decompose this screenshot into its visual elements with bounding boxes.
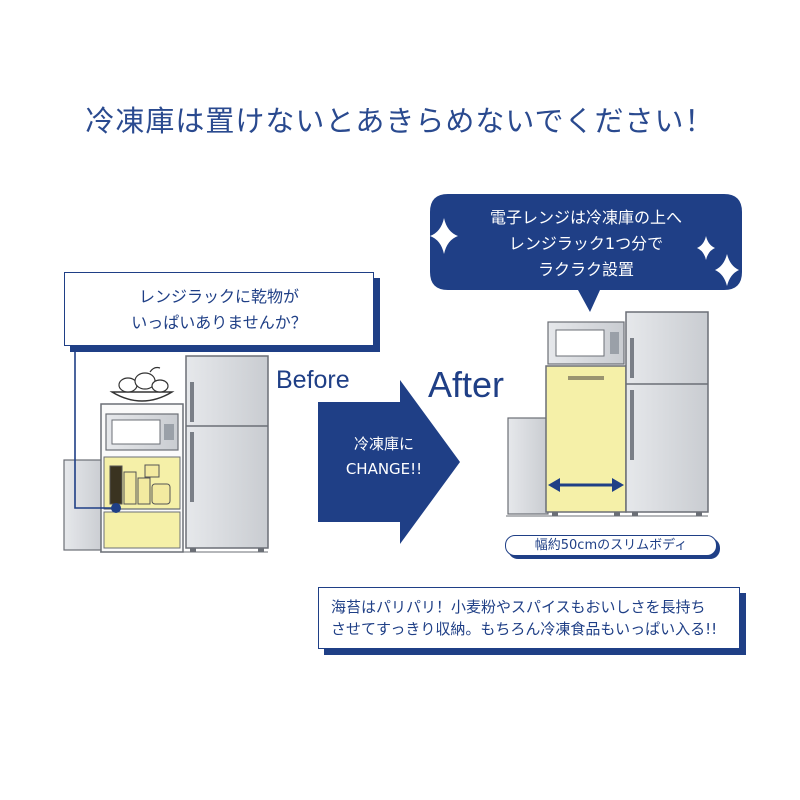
before-scene bbox=[63, 345, 269, 553]
after-microwave bbox=[547, 321, 625, 365]
left-callout-box: レンジラックに乾物が いっぱいありませんか？ bbox=[64, 272, 374, 346]
before-microwave bbox=[105, 413, 179, 451]
speech-bubble-line1: 電子レンジは冷凍庫の上へ bbox=[489, 208, 682, 227]
before-trash-can bbox=[63, 459, 105, 551]
headline: 冷凍庫は置けないとあきらめないでください！ bbox=[85, 104, 715, 138]
arrow-text-line2: CHANGE!! bbox=[345, 460, 423, 478]
after-refrigerator bbox=[625, 311, 709, 516]
left-callout-line2: いっぱいありませんか？ bbox=[131, 313, 307, 332]
dry-goods-items bbox=[109, 464, 171, 505]
speech-bubble-line3: ラクラク設置 bbox=[537, 260, 634, 279]
after-scene bbox=[506, 311, 709, 517]
arrow-text-line1: 冷凍庫に bbox=[353, 435, 414, 453]
callout-pointer-dot bbox=[111, 503, 121, 513]
after-trash-can bbox=[507, 417, 549, 515]
bottom-callout-line1: 海苔はパリパリ！小麦粉やスパイスもおいしさを長持ち bbox=[331, 598, 706, 616]
sparkle-icon bbox=[430, 218, 739, 286]
speech-bubble-line2: レンジラック1つ分で bbox=[508, 234, 664, 253]
after-label: After bbox=[428, 364, 505, 405]
width-badge: 幅約50cmのスリムボディ bbox=[505, 535, 717, 556]
bottom-callout-line2: させてすっきり収納。もちろん冷凍食品もいっぱい入る!! bbox=[331, 620, 718, 638]
slim-freezer bbox=[545, 365, 627, 516]
callout-pointer-line bbox=[74, 345, 116, 509]
fruit-bowl-icon bbox=[109, 366, 175, 402]
bottom-callout-box: 海苔はパリパリ！小麦粉やスパイスもおいしさを長持ち させてすっきり収納。もちろん… bbox=[318, 587, 740, 649]
speech-bubble bbox=[430, 194, 742, 312]
double-arrow-icon bbox=[548, 478, 624, 492]
before-refrigerator bbox=[185, 355, 269, 552]
left-callout-line1: レンジラックに乾物が bbox=[138, 287, 299, 306]
speech-bubble-text: 電子レンジは冷凍庫の上へ レンジラック1つ分で ラクラク設置 bbox=[428, 205, 744, 283]
change-arrow bbox=[318, 380, 460, 544]
arrow-text: 冷凍庫に CHANGE!! bbox=[322, 432, 446, 482]
before-label: Before bbox=[276, 366, 350, 394]
